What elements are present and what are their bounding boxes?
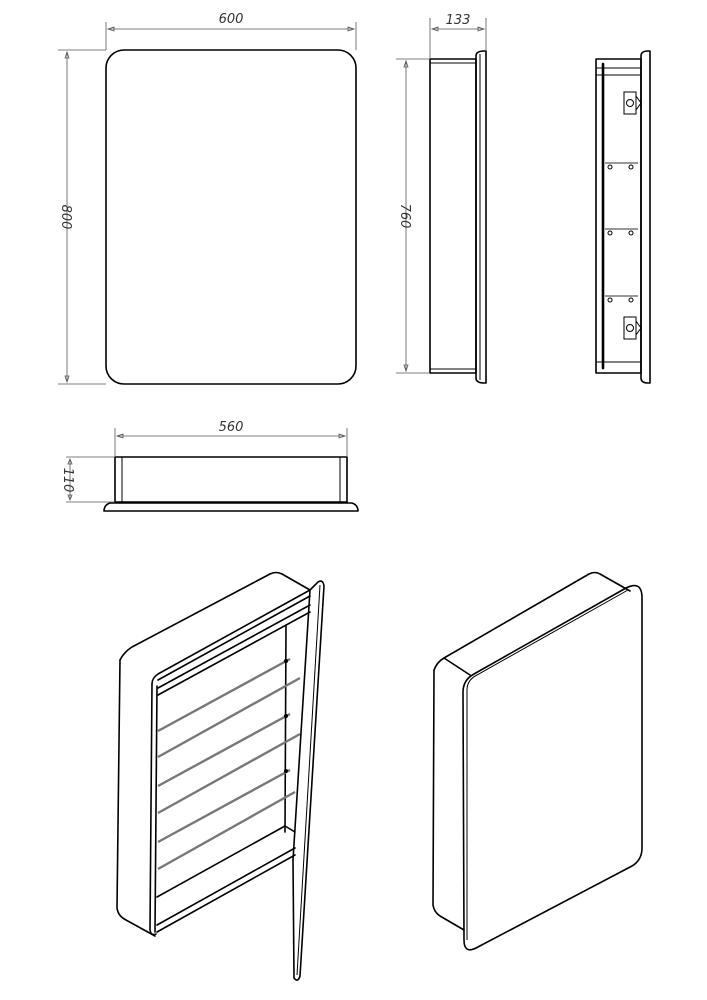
closed-left-face	[432, 669, 465, 931]
cabinet-top-face	[119, 571, 311, 685]
front-width-dimension: 600	[105, 12, 357, 50]
top-depth-label: 110	[60, 468, 75, 493]
closed-top-face	[433, 571, 631, 671]
section-shelf-3	[605, 295, 638, 303]
hinge-top	[623, 91, 642, 115]
section-shelf-1	[605, 162, 638, 170]
front-height-dimension: 800	[58, 49, 106, 385]
iso-shelf-pins	[284, 659, 288, 773]
side-section-view	[595, 50, 651, 384]
hinge-bottom	[623, 316, 642, 340]
open-door	[292, 580, 325, 981]
side-depth-label: 133	[446, 13, 471, 28]
front-view: 600 800	[58, 12, 357, 385]
closed-door	[462, 584, 643, 951]
top-depth-dimension: 110	[60, 456, 115, 503]
top-door	[103, 502, 359, 512]
front-panel	[105, 49, 357, 385]
top-body	[114, 456, 348, 503]
section-door	[640, 50, 651, 384]
top-width-dimension: 560	[114, 420, 348, 457]
cabinet-left-face	[116, 659, 156, 937]
front-height-label: 800	[58, 205, 73, 230]
side-height-label: 760	[397, 204, 412, 229]
side-view: 133 760	[396, 13, 487, 384]
top-view: 560 110	[60, 420, 359, 512]
top-width-label: 560	[219, 420, 244, 435]
isometric-closed-view	[432, 571, 643, 951]
side-depth-dimension: 133	[429, 13, 487, 59]
isometric-open-view	[116, 571, 325, 981]
front-width-label: 600	[219, 12, 244, 27]
iso-shelves	[157, 657, 301, 871]
section-shelf-2	[605, 228, 638, 236]
side-height-dimension: 760	[396, 58, 430, 374]
side-door	[475, 50, 487, 384]
side-body	[429, 58, 477, 374]
